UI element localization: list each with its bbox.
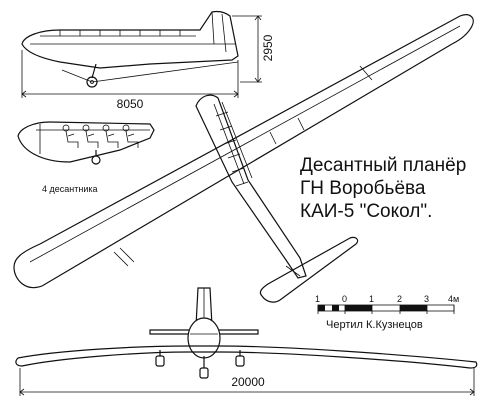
front-view: 20000 <box>15 287 478 396</box>
side-view: 2950 8050 <box>21 10 275 111</box>
scale-tick-1: 0 <box>342 294 347 304</box>
title-line-2: ГН Воробьёва <box>300 178 426 199</box>
top-view <box>13 14 474 303</box>
author-label: Чертил К.Кузнецов <box>326 319 423 331</box>
crew-label: 4 десантника <box>42 184 98 194</box>
title-line-1: Десантный планёр <box>300 155 467 176</box>
scale-tick-4: 3 <box>424 294 429 304</box>
scale-bar: 1 0 1 2 3 4м Чертил К.Кузнецов <box>315 294 459 331</box>
troop-cutaway: 4 десантника <box>17 121 155 194</box>
title-line-3: КАИ-5 "Сокол". <box>300 201 433 222</box>
scale-tick-0: 1 <box>315 294 320 304</box>
scale-tick-5: 4м <box>448 294 459 304</box>
span-dimension: 20000 <box>231 375 265 389</box>
length-dimension: 8050 <box>117 97 144 111</box>
scale-tick-2: 1 <box>369 294 374 304</box>
height-dimension: 2950 <box>261 34 275 61</box>
scale-tick-3: 2 <box>397 294 402 304</box>
